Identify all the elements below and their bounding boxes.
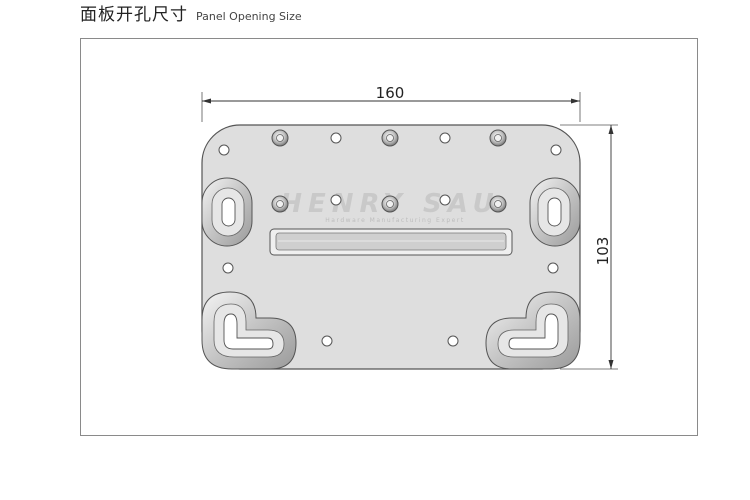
hole	[547, 262, 559, 274]
rivet	[489, 129, 507, 147]
rivet	[271, 129, 289, 147]
hole	[550, 144, 562, 156]
hole	[447, 335, 459, 347]
rivet	[381, 195, 399, 213]
hole	[439, 194, 451, 206]
hole	[330, 194, 342, 206]
hole	[218, 144, 230, 156]
oval-cup-left	[201, 177, 253, 247]
center-slot	[269, 228, 513, 256]
rivet	[381, 129, 399, 147]
title-english: Panel Opening Size	[196, 10, 302, 23]
hole	[222, 262, 234, 274]
width-dimension: 160	[201, 84, 581, 122]
corner-cup-right	[485, 291, 581, 370]
brand-tagline: Hardware Manufacturing Expert	[325, 217, 464, 224]
rivet	[489, 195, 507, 213]
height-dimension: 103	[560, 124, 618, 370]
height-label: 103	[594, 237, 612, 266]
page-title: 面板开孔尺寸 Panel Opening Size	[80, 0, 302, 25]
hole	[321, 335, 333, 347]
mounting-holes	[218, 132, 562, 347]
rivet-screws	[271, 129, 507, 213]
hole	[439, 132, 451, 144]
hole	[330, 132, 342, 144]
oval-cup-right	[529, 177, 581, 247]
corner-cup-left	[201, 291, 297, 370]
width-label: 160	[376, 84, 405, 102]
title-chinese: 面板开孔尺寸	[80, 5, 188, 25]
rivet	[271, 195, 289, 213]
